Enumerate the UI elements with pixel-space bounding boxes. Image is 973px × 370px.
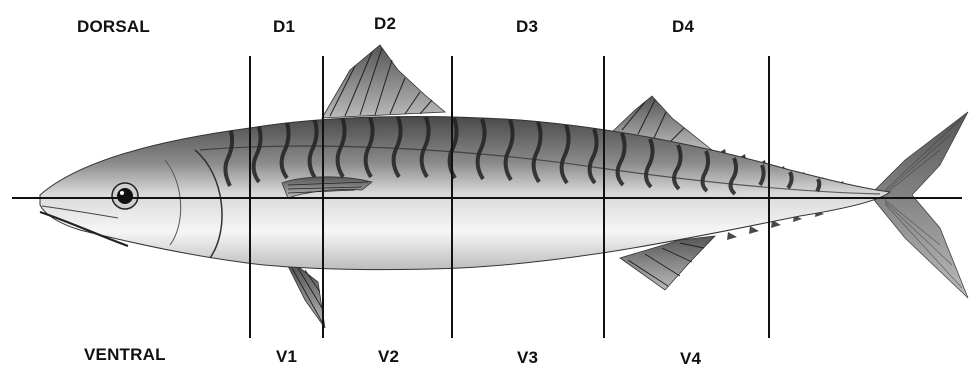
zone-label-d4: D4 [672,17,694,37]
zone-label-v2: V2 [378,347,399,367]
caudal-fin [870,112,968,298]
zone-label-d3: D3 [516,17,538,37]
fish-body [40,116,890,269]
zone-label-v3: V3 [517,348,538,368]
dorsal-label: DORSAL [77,17,150,37]
zone-label-d2: D2 [374,14,396,34]
ventral-label: VENTRAL [84,345,166,365]
zone-label-v4: V4 [680,349,701,369]
zone-label-d1: D1 [273,17,295,37]
pelvic-fin [288,266,325,328]
zone-label-v1: V1 [276,347,297,367]
